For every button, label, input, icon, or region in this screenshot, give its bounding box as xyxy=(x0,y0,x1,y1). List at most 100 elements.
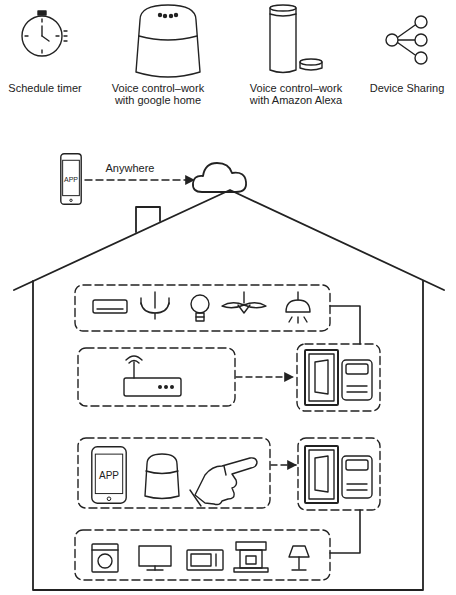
google-home-icon-part xyxy=(170,15,173,18)
alexa-icon-part xyxy=(300,59,322,65)
home-appliance-group-part xyxy=(92,544,118,572)
timer-icon-part xyxy=(64,35,67,36)
house-outline-part xyxy=(33,281,423,590)
timer-icon-part xyxy=(38,11,46,15)
smart-switch-part xyxy=(346,460,368,470)
link-label: Anywhere xyxy=(100,162,160,174)
google-home-icon xyxy=(136,5,200,77)
timer-icon xyxy=(22,11,67,56)
lighting-appliance-group-part xyxy=(196,313,204,321)
share-icon-part xyxy=(415,34,427,46)
feature-caption: Voice control–work with google home xyxy=(103,82,213,106)
router-group-part xyxy=(171,386,174,389)
home-appliance-group-part xyxy=(147,569,163,570)
home-appliance-group-part xyxy=(289,546,309,557)
alexa-icon-part xyxy=(300,62,322,70)
lighting-appliance-group-part xyxy=(243,292,244,303)
router-group-part xyxy=(236,376,293,377)
smart-switch-part xyxy=(309,450,334,499)
share-icon-part xyxy=(415,52,427,64)
smart-switch-part xyxy=(309,354,334,401)
phone-screen xyxy=(63,160,80,195)
smart-switch-part xyxy=(347,489,367,490)
alexa-icon-part xyxy=(270,8,296,73)
timer-icon-part xyxy=(64,40,67,41)
alexa-icon-part xyxy=(270,14,296,16)
control-group-part xyxy=(145,454,179,499)
home-appliance-group-part xyxy=(92,549,118,550)
home-appliance-group-part xyxy=(98,554,112,568)
phone-body xyxy=(92,447,126,503)
timer-icon-part xyxy=(22,16,62,56)
phone-app: APP xyxy=(91,446,127,504)
app-label: APP xyxy=(99,470,119,481)
home-appliance-group xyxy=(75,530,330,580)
smart-switch-part xyxy=(315,456,328,492)
alexa-icon xyxy=(270,5,322,73)
smart-switch-part xyxy=(342,456,372,498)
lighting-appliance-group-part xyxy=(222,303,244,308)
smart-switch-part xyxy=(305,350,338,405)
home-appliance-group-part xyxy=(292,569,306,570)
control-group-part xyxy=(195,458,257,505)
control-group-part xyxy=(146,471,178,474)
home-appliance-group-part xyxy=(75,530,330,580)
router-group-part xyxy=(165,386,168,389)
phone-body xyxy=(61,154,81,204)
google-home-icon-part xyxy=(159,14,162,17)
alexa-icon-part xyxy=(270,5,296,11)
smart-switch xyxy=(297,344,380,411)
lighting-appliance-group-part xyxy=(97,308,123,309)
lighting-appliance-group-part xyxy=(75,285,330,331)
feature-caption: Device Sharing xyxy=(362,82,452,94)
home-appliance-group-part xyxy=(298,557,299,569)
control-group-part xyxy=(190,490,201,506)
home-appliance-group-part xyxy=(240,550,262,568)
wire-part xyxy=(330,510,360,553)
lighting-appliance-group-part xyxy=(304,317,307,322)
phone-button xyxy=(70,199,72,201)
lighting-appliance-group-part xyxy=(168,298,169,304)
cloud-link-part xyxy=(85,179,194,180)
timer-icon-part xyxy=(41,19,42,22)
share-icon xyxy=(386,16,427,64)
control-group-part xyxy=(224,466,226,475)
router-group-part xyxy=(159,386,162,389)
smart-switch-part xyxy=(298,438,380,510)
house-outline xyxy=(14,190,444,590)
lighting-appliance-group-part xyxy=(297,292,298,300)
feature-caption: Schedule timer xyxy=(0,82,90,94)
timer-icon-part xyxy=(25,35,28,36)
smart-switch-part xyxy=(346,364,368,374)
google-home-icon-part xyxy=(139,36,197,40)
lighting-appliance-group xyxy=(75,285,330,331)
feature-caption: Voice control–work with Amazon Alexa xyxy=(241,82,351,106)
lighting-appliance-group-part xyxy=(154,313,155,319)
lighting-appliance-group-part xyxy=(238,305,250,313)
lighting-appliance-group-part xyxy=(140,298,141,304)
timer-icon-part xyxy=(41,26,42,36)
lighting-appliance-group-part xyxy=(244,303,266,308)
home-appliance-group-part xyxy=(187,550,223,570)
control-group-part xyxy=(78,438,270,508)
cloud-link-part xyxy=(193,163,246,192)
wire-part xyxy=(330,306,360,344)
lighting-appliance-group-part xyxy=(154,292,155,308)
home-appliance-group-part xyxy=(215,554,216,566)
home-appliance-group-part xyxy=(191,554,211,566)
router-group-part xyxy=(129,361,139,364)
lighting-appliance-group-part xyxy=(297,317,298,323)
google-home-icon-part xyxy=(175,14,178,17)
share-icon-part xyxy=(415,16,427,28)
house-outline-part xyxy=(14,190,444,290)
smart-switch-part xyxy=(297,344,380,411)
phone-button xyxy=(107,497,111,501)
router-group-part xyxy=(124,378,181,396)
home-appliance-group-part xyxy=(139,546,171,566)
router-group xyxy=(78,348,293,406)
app-label: APP xyxy=(64,176,78,183)
home-appliance-group-part xyxy=(236,542,266,550)
smart-switch-part xyxy=(305,446,338,503)
smart-switch xyxy=(298,438,380,510)
share-icon-part xyxy=(386,34,398,46)
